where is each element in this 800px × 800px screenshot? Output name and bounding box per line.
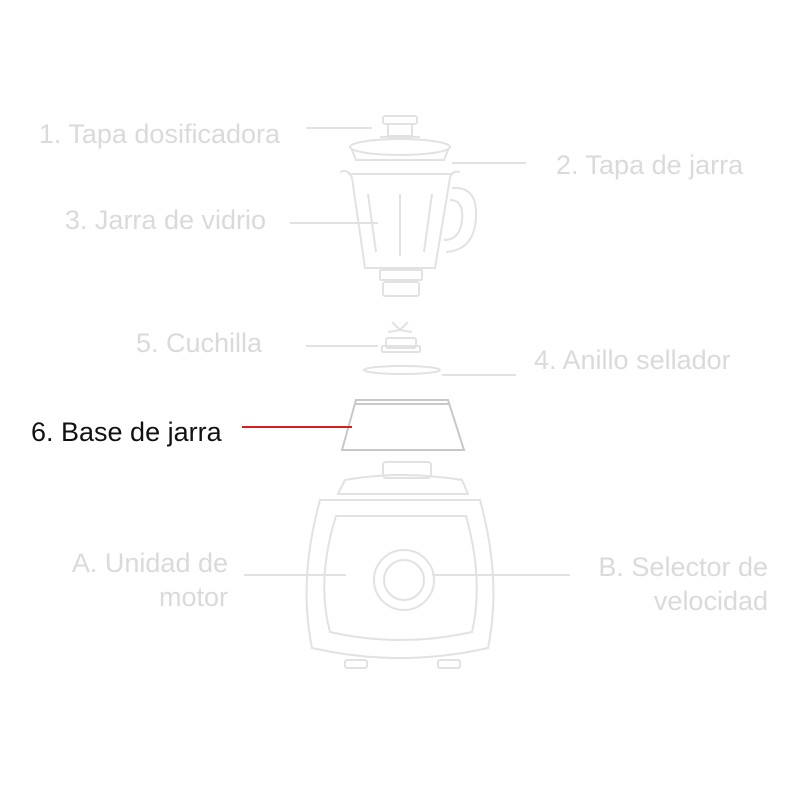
- label-cuchilla: 5. Cuchilla: [135, 328, 262, 358]
- motor-unit-part: [305, 461, 495, 669]
- speed-selector-knob: [373, 549, 435, 611]
- label-unidad-de-motor-line2: motor: [158, 582, 228, 612]
- blade-part: [381, 321, 421, 353]
- label-selector-de-velocidad-line2: velocidad: [653, 586, 768, 616]
- label-selector-de-velocidad: B. Selector de velocidad: [598, 550, 768, 618]
- label-tapa-dosificadora: 1. Tapa dosificadora: [38, 119, 280, 149]
- sealing-ring-part: [363, 365, 441, 375]
- label-selector-de-velocidad-line1: B. Selector de: [598, 552, 768, 582]
- label-jarra-de-vidrio: 3. Jarra de vidrio: [64, 205, 266, 235]
- measuring-cap-part: [380, 115, 420, 138]
- label-base-de-jarra: 6. Base de jarra: [31, 417, 222, 447]
- glass-jar-part: [339, 169, 478, 297]
- jar-lid-part: [349, 138, 451, 161]
- label-tapa-de-jarra: 2. Tapa de jarra: [556, 150, 744, 180]
- label-anillo-sellador: 4. Anillo sellador: [534, 345, 731, 375]
- jar-base-part: [340, 399, 466, 451]
- label-unidad-de-motor: A. Unidad de motor: [72, 546, 228, 614]
- label-unidad-de-motor-line1: A. Unidad de: [71, 548, 228, 578]
